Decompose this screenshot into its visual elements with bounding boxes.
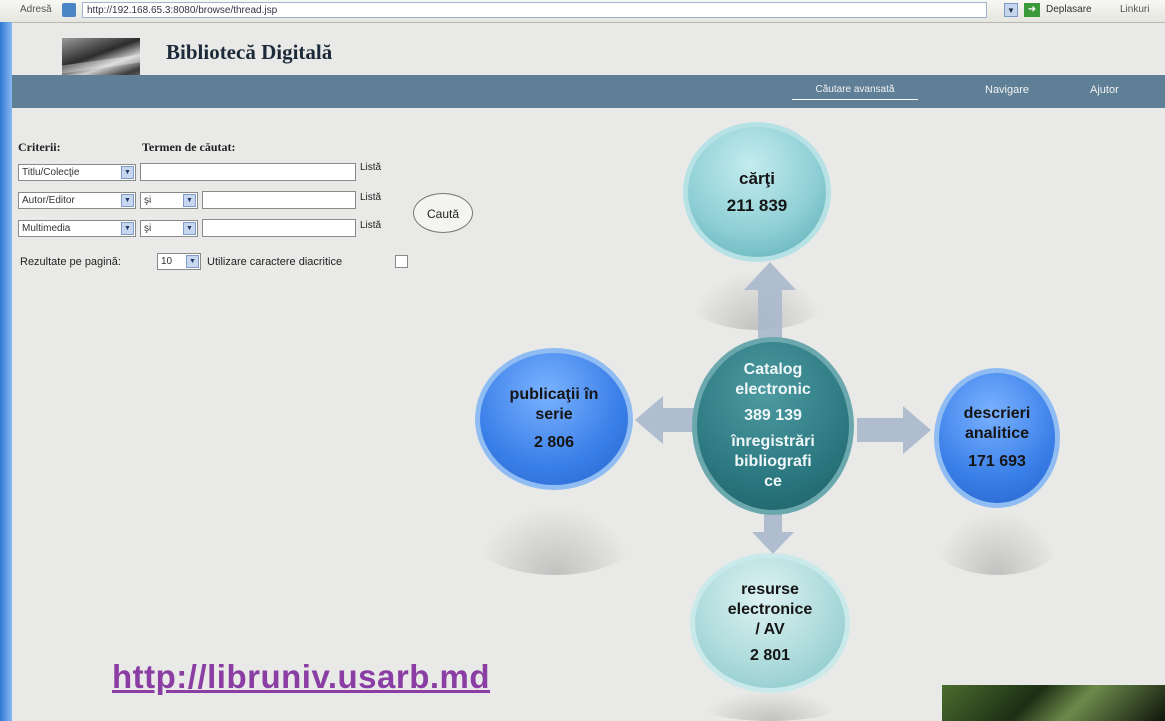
chevron-down-icon: ▼ [121,194,134,207]
serials-node: publicaţii în serie 2 806 [475,348,633,490]
criteria-value-2: Autor/Editor [22,195,75,206]
diacritics-label: Utilizare caractere diacritice [207,256,343,268]
operator-value-3: şi [144,223,152,234]
analytics-label-1: descrieri [963,405,1031,422]
page-icon [62,3,76,17]
books-count: 211 839 [726,196,788,215]
list-link-3[interactable]: Listă [360,220,382,231]
nav-help[interactable]: Ajutor [1090,84,1119,96]
chevron-down-icon: ▼ [183,222,196,235]
arrow-down-icon [752,502,794,554]
nav-bar [12,75,1165,108]
links-button[interactable]: Linkuri [1120,4,1150,15]
criteria-select-2[interactable]: Autor/Editor ▼ [18,192,136,209]
site-url-link[interactable]: http://libruniv.usarb.md [112,658,491,695]
eresources-node: resurse electronice / AV 2 801 [690,553,850,693]
address-input[interactable]: http://192.168.65.3:8080/browse/thread.j… [82,2,987,18]
eresources-count: 2 801 [749,647,791,664]
search-term-input-1[interactable] [140,163,356,181]
catalog-label-3: înregistrări [731,433,815,450]
search-term-input-2[interactable] [202,191,356,209]
window-edge [0,22,12,721]
analytics-count: 171 693 [968,453,1026,470]
diacritics-checkbox[interactable] [395,255,408,268]
nav-advanced-search[interactable]: Căutare avansată [792,84,918,100]
go-arrow-icon[interactable]: ➜ [1024,3,1040,17]
criteria-select-3[interactable]: Multimedia ▼ [18,220,136,237]
decorative-photo [942,685,1165,721]
catalog-label-5: ce [764,473,782,490]
criteria-value-1: Titlu/Colecţie [22,167,80,178]
chevron-down-icon: ▼ [183,194,196,207]
results-per-page-value: 10 [161,256,173,267]
operator-value-2: şi [144,195,152,206]
chevron-down-icon: ▼ [121,166,134,179]
catalog-node: Catalog electronic 389 139 înregistrări … [692,337,854,515]
term-label: Termen de căutat: [142,140,236,154]
address-label: Adresă [20,4,52,15]
search-term-input-3[interactable] [202,219,356,237]
search-button[interactable]: Caută [413,193,473,233]
criteria-value-3: Multimedia [22,223,71,234]
results-per-page-label: Rezultate pe pagină: [20,256,121,268]
catalog-label-2: electronic [735,381,811,398]
reflection [700,690,840,721]
analytics-label-2: analitice [964,425,1030,442]
chevron-down-icon: ▼ [186,255,199,268]
results-per-page-select[interactable]: 10 ▼ [157,253,201,270]
books-node: cărţi 211 839 [683,122,831,262]
browser-address-bar: Adresă http://192.168.65.3:8080/browse/t… [0,0,1165,23]
books-label: cărţi [739,168,775,188]
reflection [934,510,1060,575]
reflection [476,505,634,575]
nav-browse[interactable]: Navigare [985,84,1030,96]
analytics-node: descrieri analitice 171 693 [934,368,1060,508]
catalog-count: 389 139 [744,407,802,424]
list-link-1[interactable]: Listă [360,162,382,173]
go-button[interactable]: Deplasare [1046,4,1092,15]
arrow-up-icon [744,262,796,338]
catalog-label-4: bibliografi [734,453,812,470]
arrow-left-icon [635,396,697,444]
eresources-label-3: / AV [755,621,785,638]
operator-select-3[interactable]: şi ▼ [140,220,198,237]
site-title: Bibliotecă Digitală [166,40,333,64]
serials-count: 2 806 [533,434,575,451]
catalog-label-1: Catalog [743,361,803,378]
eresources-label-2: electronice [727,601,813,618]
chevron-down-icon: ▼ [121,222,134,235]
serials-label-2: serie [535,406,573,423]
criteria-select-1[interactable]: Titlu/Colecţie ▼ [18,164,136,181]
list-link-2[interactable]: Listă [360,192,382,203]
criteria-label: Criterii: [18,140,61,154]
chevron-down-icon[interactable]: ▼ [1004,3,1018,17]
operator-select-2[interactable]: şi ▼ [140,192,198,209]
arrow-right-icon [857,406,931,454]
eresources-label-1: resurse [741,581,799,598]
serials-label-1: publicaţii în [509,386,599,403]
